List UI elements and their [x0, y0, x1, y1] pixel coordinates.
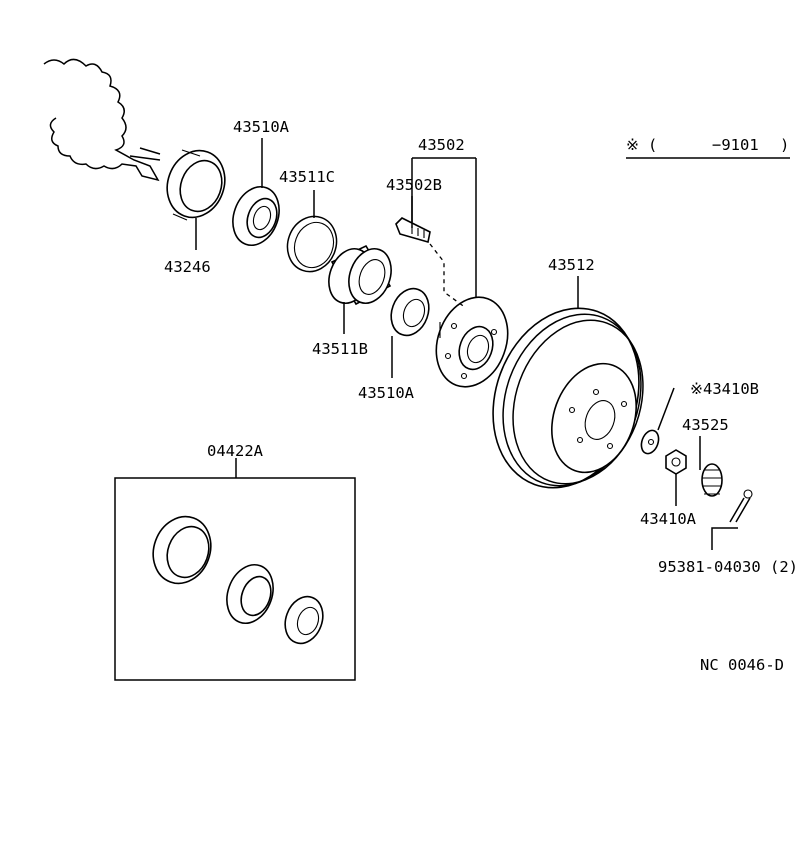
part-43410A-nut [665, 449, 687, 475]
part-43525-cap [701, 463, 723, 497]
note: ※ ( −9101 ) [626, 136, 790, 159]
part-43511B [328, 244, 392, 306]
leader-lines [195, 138, 738, 550]
part-95381-pin [729, 489, 753, 523]
label-43511B: 43511B [312, 340, 368, 358]
label-04422A: 04422A [207, 442, 264, 460]
diagram-id: NC 0046-D [700, 656, 784, 674]
label-43511C: 43511C [279, 168, 335, 186]
label-95381-04030: 95381-04030 (2) [658, 558, 798, 576]
note-symbol: ※ [626, 136, 639, 154]
label-43510A-top: 43510A [233, 118, 290, 136]
note-open: ( [648, 136, 657, 154]
kit-04422A [114, 477, 356, 681]
label-43510A-bottom: 43510A [358, 384, 415, 402]
label-43502: 43502 [418, 136, 465, 154]
label-43246: 43246 [164, 258, 211, 276]
label-43502B: 43502B [386, 176, 442, 194]
note-close: ) [780, 136, 789, 154]
part-43511C [286, 215, 338, 273]
part-43510A-top [232, 186, 280, 246]
label-43410B: ※43410B [690, 380, 759, 398]
part-43512-disc [492, 307, 644, 489]
label-43512: 43512 [548, 256, 595, 274]
part-43410B-washer [640, 429, 660, 455]
part-43510A-bottom [390, 287, 430, 337]
drive-shaft [43, 58, 161, 182]
part-43246 [166, 149, 226, 221]
label-43410A: 43410A [640, 510, 697, 528]
part-43502-hub [435, 296, 509, 388]
label-43525: 43525 [682, 416, 729, 434]
note-range: −9101 [712, 136, 759, 154]
part-43502B-bolt [395, 217, 467, 309]
